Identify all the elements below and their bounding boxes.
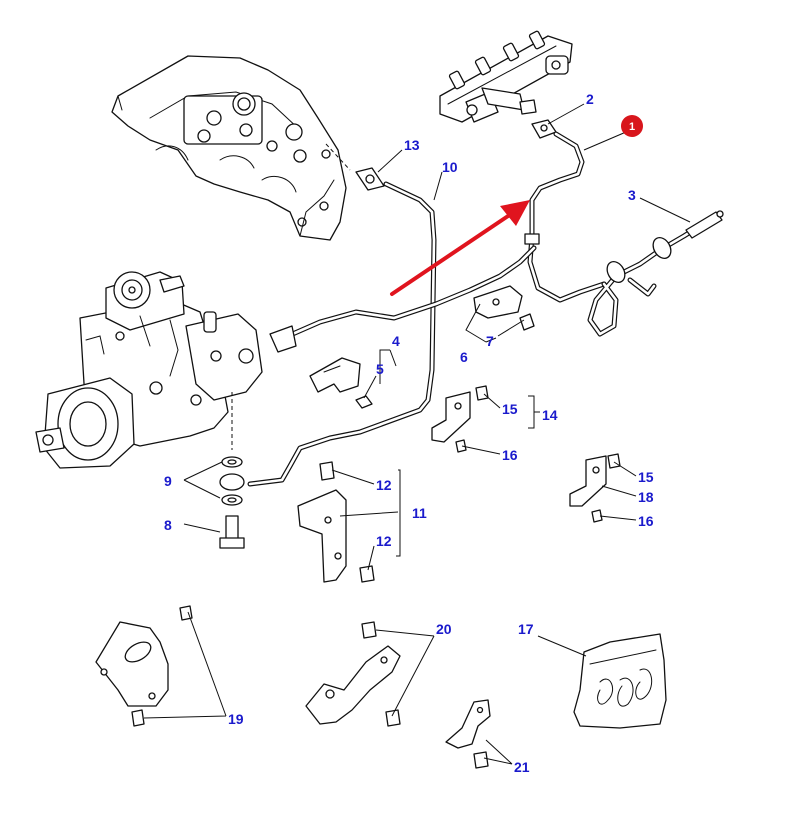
callout-6[interactable]: 6 — [460, 349, 468, 365]
bracket-20 — [305, 621, 401, 727]
leader-lines — [143, 103, 691, 765]
clamp-bracket-18 — [569, 453, 621, 523]
highlight-badge-label: 1 — [629, 121, 635, 133]
callout-10[interactable]: 10 — [442, 159, 458, 175]
leak-off-pipe — [587, 210, 724, 337]
callout-3[interactable]: 3 — [628, 187, 636, 203]
callout-17[interactable]: 17 — [518, 621, 534, 637]
bracket-6 — [473, 285, 523, 319]
injection-pump — [35, 271, 263, 469]
assembly-path-rail — [325, 143, 351, 171]
callout-20[interactable]: 20 — [436, 621, 452, 637]
callout-15a[interactable]: 15 — [502, 401, 518, 417]
banjo-bolt — [219, 515, 245, 549]
high-pressure-pipe — [524, 131, 607, 303]
callouts: 2 3 13 10 4 5 6 7 15 14 16 15 18 16 9 8 … — [164, 91, 654, 775]
heat-shield — [573, 633, 667, 729]
callout-5[interactable]: 5 — [376, 361, 384, 377]
callout-2[interactable]: 2 — [586, 91, 594, 107]
callout-13[interactable]: 13 — [404, 137, 420, 153]
callout-7[interactable]: 7 — [486, 333, 494, 349]
banjo-fitting — [355, 167, 385, 191]
cylinder-head — [111, 55, 347, 241]
bolt-7 — [519, 313, 535, 331]
callout-19[interactable]: 19 — [228, 711, 244, 727]
red-pointer-arrow-icon — [390, 200, 530, 296]
callout-14[interactable]: 14 — [542, 407, 558, 423]
callout-16b[interactable]: 16 — [638, 513, 654, 529]
callout-12a[interactable]: 12 — [376, 477, 392, 493]
bolt-5 — [355, 395, 373, 409]
bracket-4 — [309, 357, 361, 393]
highlight-badge[interactable]: 1 — [621, 115, 643, 137]
callout-11[interactable]: 11 — [412, 505, 427, 521]
callout-15b[interactable]: 15 — [638, 469, 654, 485]
callout-8[interactable]: 8 — [164, 517, 172, 533]
callout-18[interactable]: 18 — [638, 489, 654, 505]
bracket-11 — [297, 461, 375, 583]
fuel-rail — [439, 30, 573, 123]
feed-pipe — [247, 181, 437, 487]
callout-21[interactable]: 21 — [514, 759, 530, 775]
callout-4[interactable]: 4 — [392, 333, 400, 349]
bracket-21 — [445, 699, 491, 769]
union-fitting — [531, 119, 557, 139]
callout-9[interactable]: 9 — [164, 473, 172, 489]
clamp-bracket-14 — [431, 385, 489, 453]
return-pipe — [269, 245, 537, 353]
callout-16a[interactable]: 16 — [502, 447, 518, 463]
callout-12b[interactable]: 12 — [376, 533, 392, 549]
sealing-washers — [219, 456, 245, 506]
bracket-19 — [95, 605, 193, 727]
